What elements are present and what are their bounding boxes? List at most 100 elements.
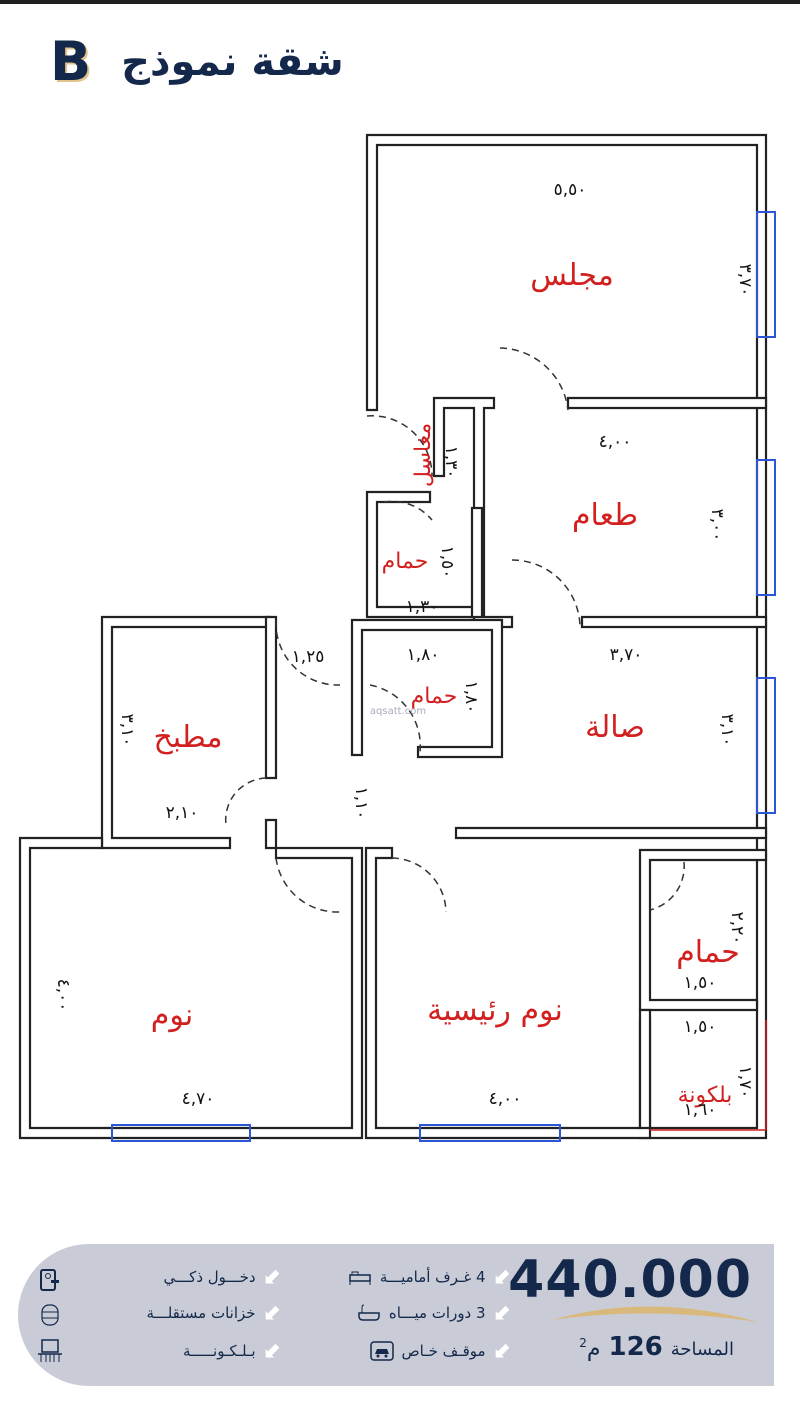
area-unit: م2 — [579, 1336, 600, 1361]
wall-bath3 — [638, 848, 768, 1012]
bed-icon — [349, 1271, 371, 1285]
feature-parking: ⬋ موقـف خـاص — [369, 1338, 512, 1363]
arrow-icon: ⬋ — [493, 1338, 512, 1363]
label-bath2: حمام — [411, 684, 458, 709]
label-sinks: مغاسل — [411, 423, 436, 487]
label-bath3: حمام — [676, 935, 740, 970]
label-bedroom: نوم — [151, 998, 193, 1033]
wall-hall-bottom — [454, 826, 768, 840]
door-majlis — [499, 347, 569, 411]
feature-smart-entry: ⬋ دخـــول ذكـــي — [164, 1266, 283, 1288]
arrow-icon: ⬋ — [263, 1264, 282, 1289]
window-bedroom — [111, 1124, 251, 1142]
feature-balcony: ⬋ بـلـكـونـــــة — [183, 1340, 282, 1362]
wall-bath1 — [365, 490, 476, 619]
car-icon — [369, 1341, 394, 1361]
floor-plan: مجلس طعام صالة مطبخ مغاسل حمام حمام حمام… — [18, 133, 776, 1142]
balcony-icon — [38, 1339, 62, 1362]
wall-bath2 — [350, 618, 504, 759]
dim-balcony-h: ١,٧٠ — [735, 1066, 755, 1099]
feature-rooms: ⬋ 4 غـرف أماميـــة — [348, 1266, 512, 1288]
label-dining: طعام — [572, 498, 638, 533]
wall-bed-top — [18, 836, 364, 1140]
feature-smart-entry-text: دخـــول ذكـــي — [163, 1268, 256, 1286]
dim-master-w: ٤,٠٠ — [489, 1089, 522, 1109]
wall-outer-right — [365, 133, 768, 1140]
top-bar — [0, 0, 800, 4]
title-text: شقة نموذج — [121, 38, 344, 85]
door-sinks — [366, 415, 433, 477]
area-unit-sup: 2 — [579, 1335, 587, 1350]
dim-hall-h: ٣,١٠ — [717, 714, 737, 747]
page-title: B شقة نموذج — [50, 30, 344, 93]
bathtub-icon — [358, 1304, 380, 1321]
model-letter: B — [50, 30, 92, 93]
feature-parking-text: موقـف خـاص — [401, 1342, 486, 1360]
window-majlis — [756, 211, 776, 338]
window-hall — [756, 677, 776, 814]
arrow-icon: ⬋ — [263, 1300, 282, 1325]
dim-sinks-h: ١,٣٠ — [441, 446, 461, 479]
feature-baths: ⬋ 3 دورات ميـــاه — [357, 1302, 512, 1324]
door-corridor-1 — [275, 619, 341, 686]
dim-bedroom-h: ٤,٠٠ — [53, 979, 73, 1012]
wall-kitchen-door — [264, 818, 278, 850]
label-kitchen: مطبخ — [153, 720, 222, 755]
area-unit-text: م — [586, 1336, 601, 1361]
dim-hall-w: ٣,٧٠ — [610, 645, 643, 665]
arrow-icon: ⬋ — [263, 1338, 282, 1363]
area-value: 126 — [608, 1332, 663, 1362]
arrow-icon: ⬋ — [493, 1264, 512, 1289]
door-bath1 — [383, 500, 433, 521]
door-bedroom — [275, 857, 341, 913]
label-master: نوم رئيسية — [427, 993, 563, 1028]
dim-kitchen-w: ٢,١٠ — [166, 803, 199, 823]
dim-bath3-h: ٢,٢٠ — [727, 912, 747, 945]
label-balcony: بلكونة — [678, 1083, 733, 1108]
feature-tanks: ⬋ خزانات مستقلـــة — [146, 1302, 282, 1324]
dim-corridor-w: ١,١٠ — [351, 787, 371, 820]
wall-sinks-block — [432, 396, 514, 629]
dim-majlis-w: ٥,٥٠ — [554, 180, 587, 200]
window-master — [419, 1124, 561, 1142]
dim-dining-h: ٣,٠٠ — [707, 509, 727, 542]
summary-panel: 440.000 المساحة 126 م2 ⬋ 4 غـرف أماميـــ… — [18, 1244, 774, 1386]
dim-dining-w: ٤,٠٠ — [599, 432, 632, 452]
dim-bath3-w: ١,٥٠ — [684, 973, 717, 993]
dim-corridor-door: ١,٢٥ — [292, 647, 325, 667]
feature-rooms-text: 4 غـرف أماميـــة — [379, 1268, 486, 1286]
doors — [224, 347, 685, 913]
dim-bath1-w: ١,٣٠ — [406, 597, 439, 617]
feature-tanks-text: خزانات مستقلـــة — [146, 1304, 256, 1322]
windows — [111, 211, 776, 1142]
wall-kitchen-right — [264, 615, 278, 780]
dim-balcony-w: ١,٦٠ — [684, 1100, 717, 1120]
watermark: aqsatt.com — [370, 706, 426, 717]
wall-dining-bottom — [580, 615, 768, 629]
feature-baths-text: 3 دورات ميـــاه — [388, 1304, 486, 1322]
label-hall: صالة — [585, 710, 645, 745]
wall-balcony — [638, 1008, 652, 1130]
tank-icon — [41, 1304, 59, 1326]
label-bath1: حمام — [382, 549, 429, 574]
dim-majlis-h: ٣,٧٠ — [735, 264, 755, 297]
feature-balcony-text: بـلـكـونـــــة — [183, 1342, 256, 1360]
dim-kitchen-h: ٣,١٠ — [117, 714, 137, 747]
door-kitchen — [224, 777, 267, 826]
walls — [18, 133, 768, 1140]
window-dining — [756, 459, 776, 596]
smart-lock-icon — [40, 1269, 59, 1291]
door-master — [391, 857, 447, 913]
door-bath3 — [649, 861, 685, 911]
dim-balcony-w2: ١,٥٠ — [684, 1017, 717, 1037]
label-majlis: مجلس — [530, 258, 614, 293]
dim-bath1-h: ١,٥٠ — [437, 546, 457, 579]
price: 440.000 — [508, 1250, 752, 1310]
gold-swoosh — [552, 1306, 758, 1322]
dim-bath2-w: ١,٨٠ — [407, 645, 440, 665]
wall-majlis-bottom — [566, 396, 768, 410]
dim-bedroom-w: ٤,٧٠ — [182, 1089, 215, 1109]
wall-corridor-vert — [470, 506, 484, 619]
arrow-icon: ⬋ — [493, 1300, 512, 1325]
door-dining — [511, 559, 581, 628]
